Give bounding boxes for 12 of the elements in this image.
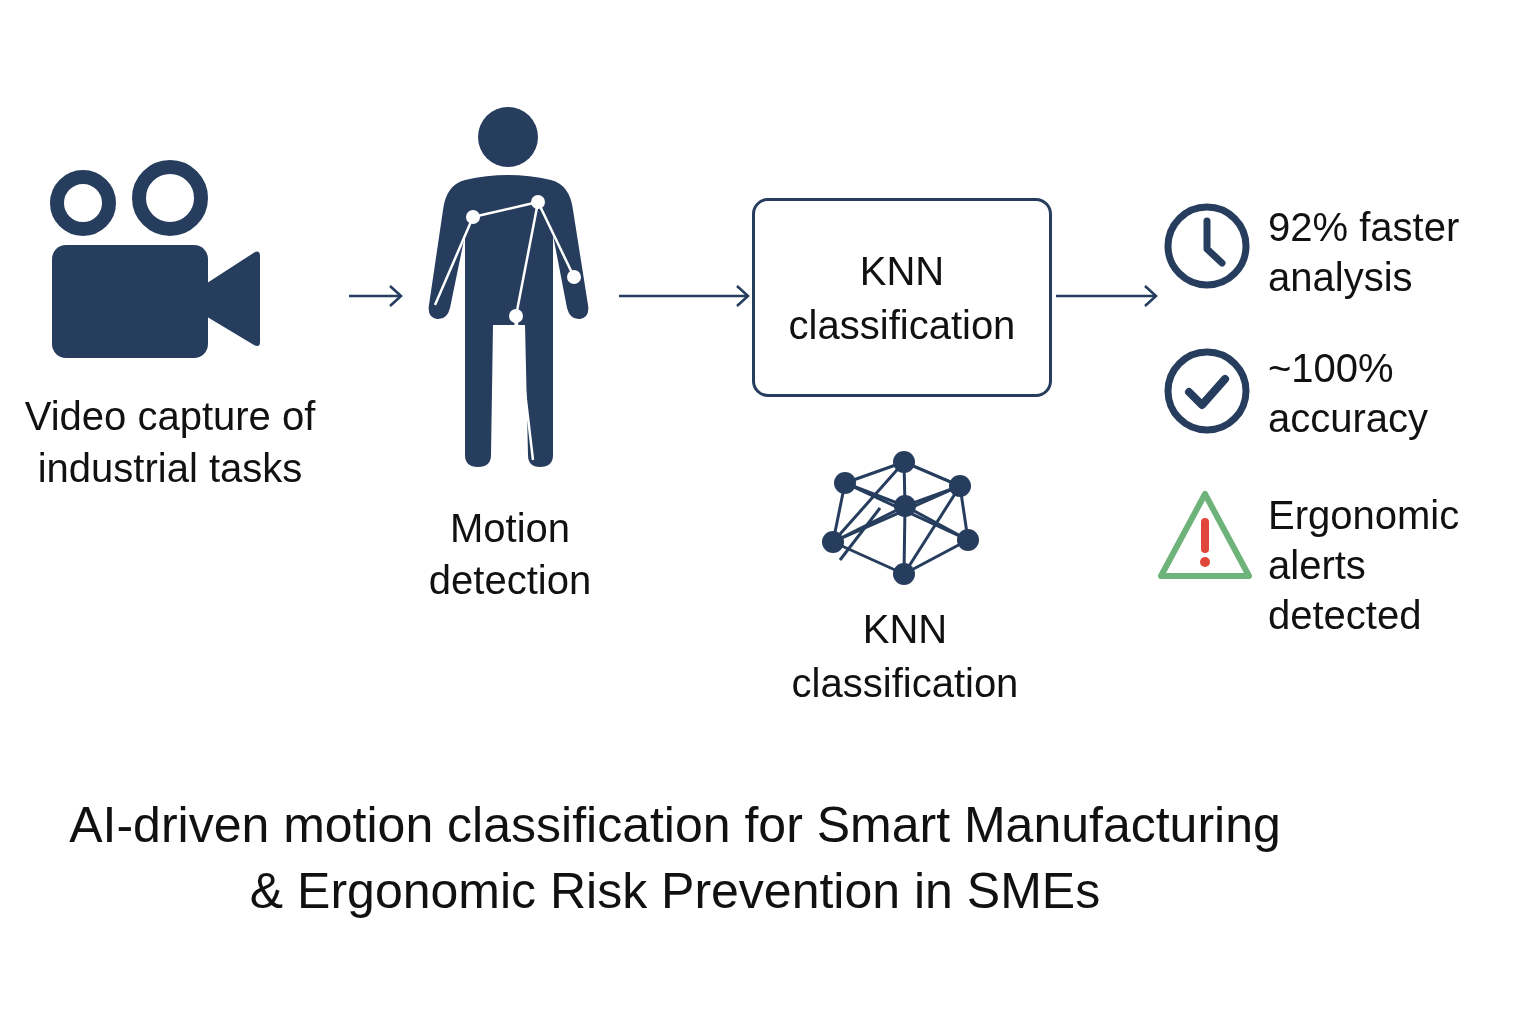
box-text: KNN classification (787, 247, 1017, 349)
arrow (349, 284, 403, 308)
arrow (619, 284, 750, 308)
arrow (1056, 284, 1158, 308)
process-box (752, 198, 1052, 397)
caption-text: Motion detection (427, 505, 593, 604)
icon-caption: KNN classification (790, 606, 1020, 707)
result-text: 92% faster analysis (1268, 204, 1461, 301)
caption-text: Video capture of industrial tasks (23, 393, 317, 492)
result-text: Ergonomic alerts detected (1268, 492, 1461, 639)
result-text: ~100% accuracy (1268, 345, 1430, 442)
caption: AI-driven motion classification for Smart Manufacturing & Ergonomic Risk Prevention in SMEs (68, 796, 1282, 921)
